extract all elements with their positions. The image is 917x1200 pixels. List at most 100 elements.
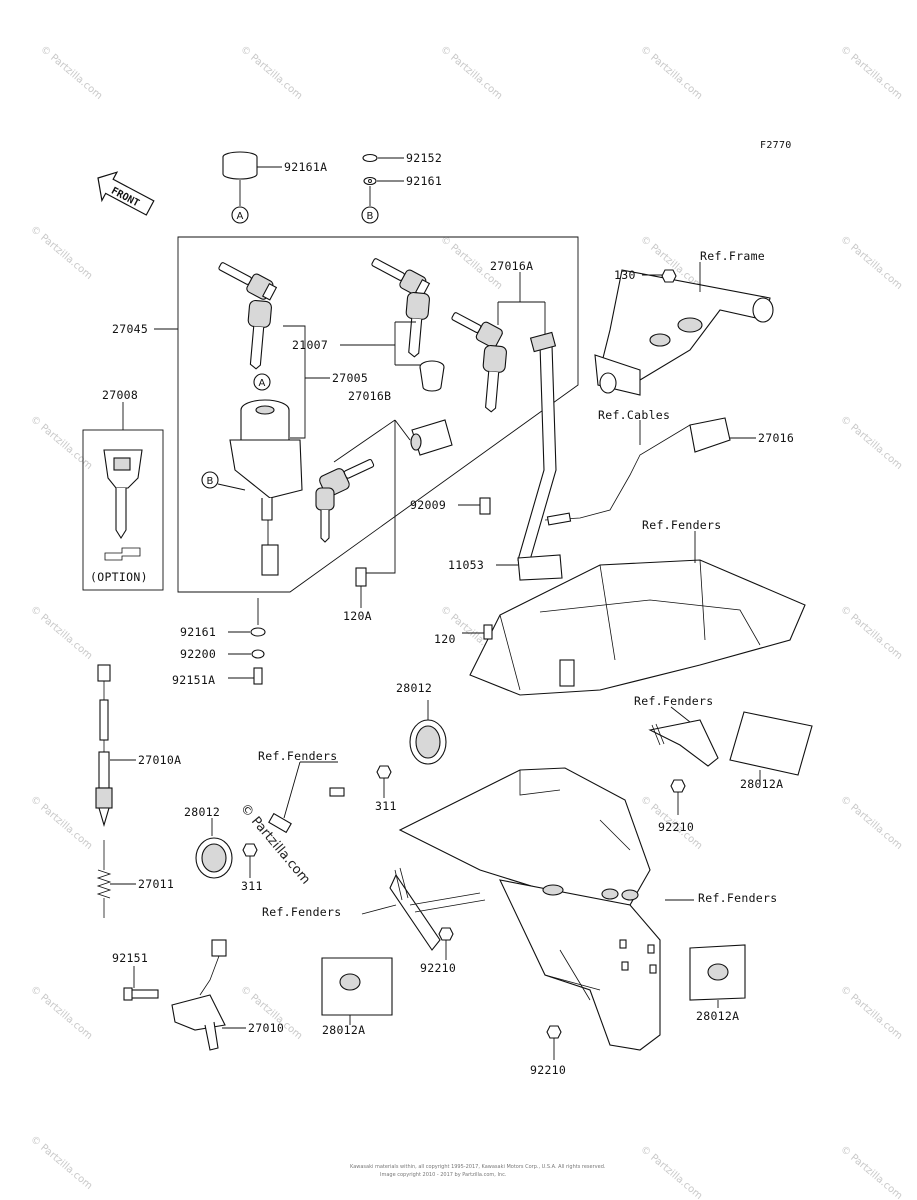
- footer-line-2: Image copyright 2010 - 2017 by Partzilla…: [380, 1172, 507, 1178]
- cap-21007: [419, 360, 445, 392]
- footer-line-1: Kawasaki materials within, all copyright…: [350, 1164, 606, 1170]
- label-92151: 92151: [112, 951, 148, 965]
- label-21007: 21007: [292, 338, 328, 352]
- collar-92161A: [222, 151, 282, 206]
- key-icon: [247, 299, 272, 370]
- label-ref-fenders-3: Ref.Fenders: [634, 694, 713, 708]
- washer-92161: [250, 627, 266, 637]
- washer-92200: [251, 649, 265, 659]
- reflector-28012-top: [409, 719, 447, 765]
- label-27008: 27008: [102, 388, 138, 402]
- label-27011: 27011: [138, 877, 174, 891]
- label-ref-fenders-1: Ref.Fenders: [642, 518, 721, 532]
- label-92152: 92152: [406, 151, 442, 165]
- washer-92152: [362, 153, 404, 206]
- watermark: © Partzilla.com: [28, 224, 94, 282]
- label-27010A: 27010A: [138, 753, 181, 767]
- bolt-120A: [355, 567, 367, 587]
- key-icon: [218, 262, 278, 301]
- marker-a-switch: A: [253, 373, 271, 391]
- watermark: © Partzilla.com: [838, 604, 904, 662]
- watermark: © Partzilla.com: [28, 794, 94, 852]
- label-130: 130: [614, 268, 636, 282]
- label-27005: 27005: [332, 371, 368, 385]
- marker-letter: A: [259, 378, 266, 389]
- stud-311-a: [329, 765, 392, 797]
- label-27016B: 27016B: [348, 389, 391, 403]
- key-icon: [405, 291, 430, 358]
- label-ref-fenders-2: Ref.Fenders: [258, 749, 337, 763]
- watermark: © Partzilla.com: [838, 794, 904, 852]
- watermark: © Partzilla.com: [838, 44, 904, 102]
- watermark: © Partzilla.com: [28, 414, 94, 472]
- label-27016: 27016: [758, 431, 794, 445]
- label-92161-mid: 92161: [180, 625, 216, 639]
- watermark: © Partzilla.com: [838, 984, 904, 1042]
- label-120: 120: [434, 632, 456, 646]
- bolt-130: [661, 269, 677, 283]
- label-28012A-right: 28012A: [740, 777, 783, 791]
- reflector-28012A-right: [729, 711, 813, 776]
- label-27010: 27010: [248, 1021, 284, 1035]
- label-ref-fenders-5: Ref.Fenders: [698, 891, 777, 905]
- label-11053: 11053: [448, 558, 484, 572]
- marker-b-switch: B: [201, 471, 219, 489]
- watermark: © Partzilla.com: [238, 44, 304, 102]
- watermark: © Partzilla.com: [638, 44, 704, 102]
- label-92210-bottom: 92210: [530, 1063, 566, 1077]
- label-ref-fenders-4: Ref.Fenders: [262, 905, 341, 919]
- reflector-28012A-lower: [689, 944, 746, 1001]
- key-icon: [371, 258, 431, 297]
- switch-27010A: [95, 664, 113, 827]
- reflector-28012-left: [195, 812, 292, 879]
- marker-letter: B: [207, 476, 214, 487]
- screw-92009: [479, 497, 491, 515]
- frame-bracket: [594, 269, 774, 396]
- label-311-a: 311: [375, 799, 397, 813]
- marker-b-top: B: [361, 206, 379, 224]
- label-ref-frame: Ref.Frame: [700, 249, 765, 263]
- cable-ref: [544, 417, 731, 526]
- watermark: © Partzilla.com: [438, 44, 504, 102]
- key-icon: [451, 312, 503, 348]
- watermark: © Partzilla.com: [838, 234, 904, 292]
- seat-lock-27016B: [410, 419, 453, 456]
- watermark: © Partzilla.com: [28, 984, 94, 1042]
- label-311-b: 311: [241, 879, 263, 893]
- label-28012-left: 28012: [184, 805, 220, 819]
- label-120A: 120A: [343, 609, 372, 623]
- bolt-92151: [123, 987, 159, 1001]
- label-28012A-left: 28012A: [322, 1023, 365, 1037]
- key-icon: [482, 344, 507, 413]
- ignition-switch: [229, 399, 303, 576]
- label-92210-mid: 92210: [420, 961, 456, 975]
- label-28012A-lower: 28012A: [696, 1009, 739, 1023]
- key-icon: [103, 449, 143, 540]
- marker-letter: B: [367, 211, 374, 222]
- marker-letter: A: [237, 211, 244, 222]
- switch-27010: [171, 939, 227, 1051]
- watermark: © Partzilla.com: [38, 44, 104, 102]
- watermark: © Partzilla.com: [28, 1134, 94, 1192]
- kit-box-outline: [177, 236, 579, 593]
- spring-27011: [96, 840, 112, 918]
- reflector-28012A-left: [321, 957, 393, 1016]
- bolt-120: [483, 624, 493, 640]
- bolt-92151A: [253, 667, 263, 685]
- watermark: © Partzilla.com: [28, 604, 94, 662]
- label-28012-top: 28012: [396, 681, 432, 695]
- label-92151A: 92151A: [172, 673, 215, 687]
- label-92009: 92009: [410, 498, 446, 512]
- label-27016A: 27016A: [490, 259, 533, 273]
- label-92200: 92200: [180, 647, 216, 661]
- option-label: (OPTION): [90, 570, 148, 584]
- label-27045: 27045: [112, 322, 148, 336]
- fender-stay-left: [389, 867, 486, 951]
- rear-fender-tray: [469, 559, 806, 696]
- nut-92210-bottom: [546, 1025, 562, 1039]
- key-icon: [319, 458, 375, 497]
- label-92161A: 92161A: [284, 160, 327, 174]
- bracket-11053: [517, 554, 563, 581]
- label-92161-top: 92161: [406, 174, 442, 188]
